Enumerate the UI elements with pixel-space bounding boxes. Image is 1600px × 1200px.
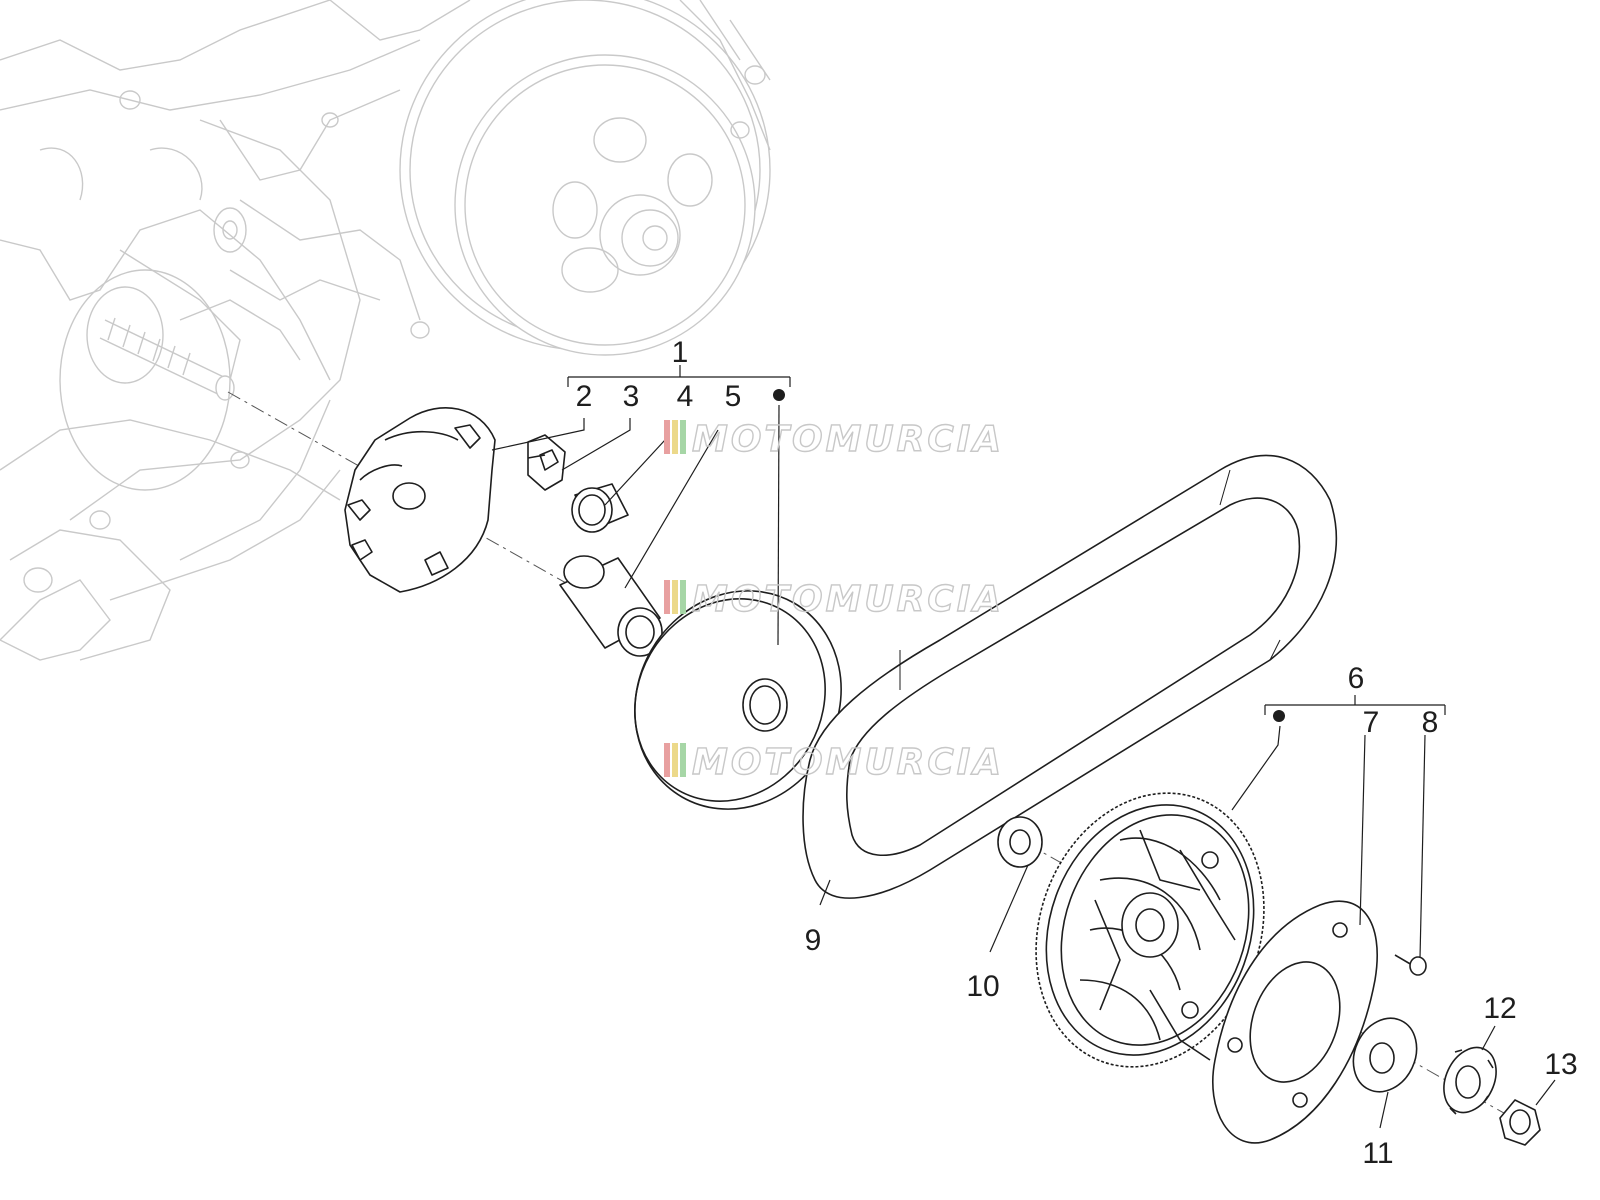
flag-stripe-green bbox=[680, 743, 686, 777]
watermark-1: MOTOMURCIA bbox=[664, 418, 1004, 461]
drive-belt-part bbox=[802, 454, 1338, 899]
flag-stripe-red bbox=[664, 743, 670, 777]
bullet-marker bbox=[773, 389, 785, 401]
slider-part bbox=[527, 434, 566, 491]
label-7: 7 bbox=[1363, 706, 1380, 739]
screw-part bbox=[1394, 954, 1427, 976]
label-13: 13 bbox=[1544, 1048, 1577, 1081]
label-6: 6 bbox=[1348, 662, 1365, 695]
hex-nut-part bbox=[1499, 1099, 1541, 1146]
label-4: 4 bbox=[677, 380, 694, 413]
watermark-2: MOTOMURCIA bbox=[664, 578, 1004, 621]
part-labels: 1 2 3 4 5 6 7 8 9 10 11 12 13 bbox=[576, 336, 1578, 1170]
flag-stripe-green bbox=[680, 580, 686, 614]
flag-stripe-yellow bbox=[672, 420, 678, 454]
engine-crankcase-ghost bbox=[0, 0, 525, 661]
label-2: 2 bbox=[576, 380, 593, 413]
cover-plate-part bbox=[1211, 900, 1378, 1144]
flag-stripe-green bbox=[680, 420, 686, 454]
watermark-text: MOTOMURCIA bbox=[692, 419, 1004, 460]
bushing-part bbox=[559, 555, 663, 657]
label-1: 1 bbox=[672, 336, 689, 369]
variator-ring-gear-part bbox=[1035, 792, 1265, 1068]
watermark-text: MOTOMURCIA bbox=[692, 579, 1004, 620]
ramp-plate-part bbox=[344, 407, 496, 593]
movable-half-pulley-part bbox=[634, 590, 842, 810]
watermark-text: MOTOMURCIA bbox=[692, 742, 1004, 783]
leader-lines bbox=[491, 404, 1556, 1129]
label-11: 11 bbox=[1362, 1137, 1393, 1170]
flag-stripe-yellow bbox=[672, 580, 678, 614]
group-6-bracket bbox=[1264, 695, 1446, 722]
group-1-bracket bbox=[567, 365, 791, 401]
label-9: 9 bbox=[805, 924, 822, 957]
label-10: 10 bbox=[966, 970, 999, 1003]
clutch-drum-ghost bbox=[399, 0, 771, 356]
flag-stripe-red bbox=[664, 420, 670, 454]
label-3: 3 bbox=[623, 380, 640, 413]
flag-stripe-red bbox=[664, 580, 670, 614]
label-12: 12 bbox=[1483, 992, 1516, 1025]
roller-part bbox=[571, 483, 629, 533]
bullet-marker bbox=[1273, 710, 1285, 722]
watermark-3: MOTOMURCIA bbox=[664, 741, 1004, 784]
washer-small-part bbox=[1352, 1017, 1418, 1093]
castellated-nut-part bbox=[1443, 1046, 1497, 1115]
label-8: 8 bbox=[1422, 706, 1439, 739]
washer-part bbox=[997, 816, 1043, 868]
label-5: 5 bbox=[725, 380, 742, 413]
flag-stripe-yellow bbox=[672, 743, 678, 777]
